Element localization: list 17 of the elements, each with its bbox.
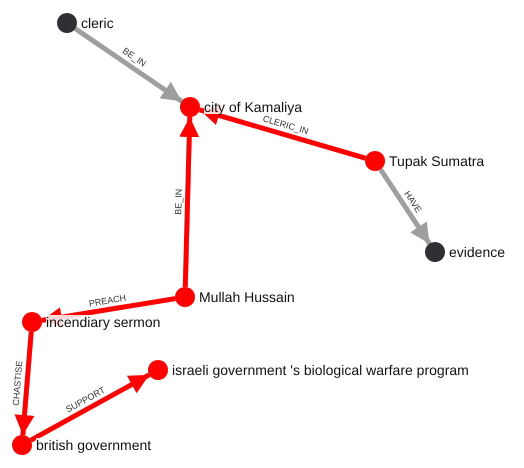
node-label: city of Kamaliya bbox=[204, 100, 302, 114]
edge-label: BE_IN bbox=[174, 188, 184, 216]
arrow bbox=[179, 116, 200, 288]
node-label: Tupak Sumatra bbox=[389, 154, 484, 168]
node-label: british government bbox=[36, 438, 152, 452]
arrow bbox=[74, 26, 184, 104]
node-label: israeli government 's biological warfare program bbox=[172, 363, 469, 377]
edge-label: CHASTISE bbox=[12, 358, 24, 407]
node-label: incendiary sermon bbox=[46, 315, 160, 329]
node-label: Mullah Hussain bbox=[199, 290, 295, 304]
arrow bbox=[378, 168, 432, 246]
arrow bbox=[198, 106, 366, 161]
edge-label: PREACH bbox=[86, 293, 128, 308]
arrow bbox=[14, 332, 34, 436]
arrow bbox=[30, 372, 150, 442]
node-label: cleric bbox=[81, 16, 114, 30]
node-label: evidence bbox=[449, 245, 506, 259]
